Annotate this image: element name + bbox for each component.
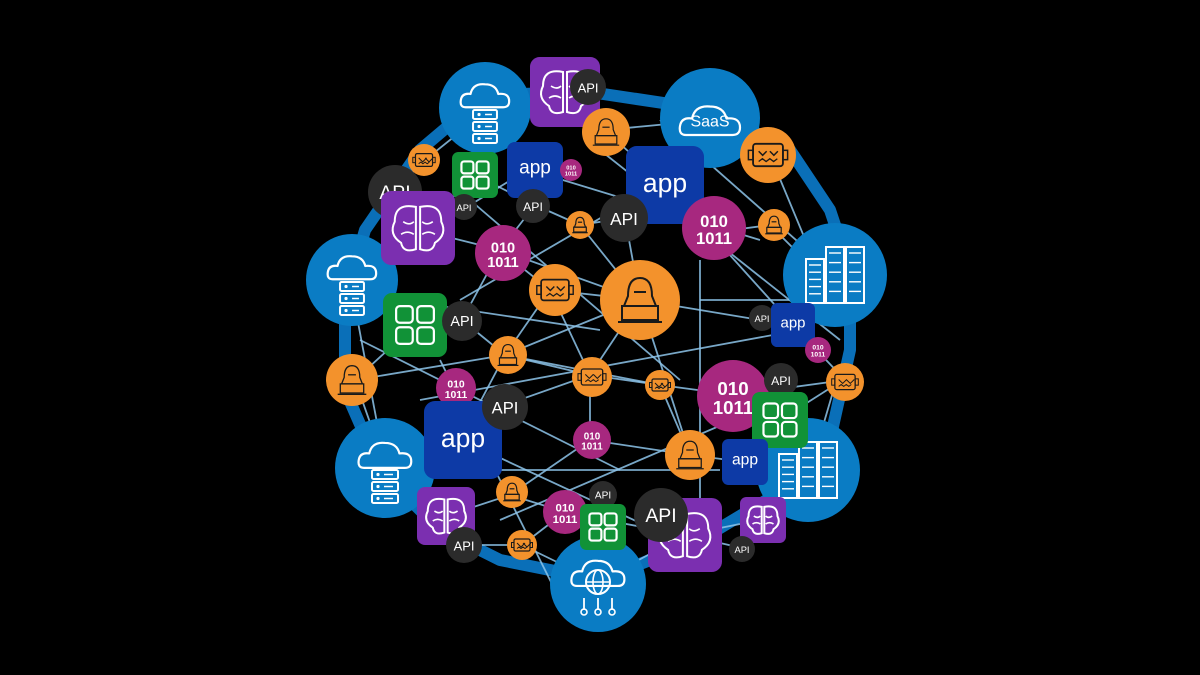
svg-text:SaaS: SaaS [690,114,729,131]
hacker-icon [496,476,528,508]
cloud-server-icon [335,418,435,518]
api-badge: API [446,527,482,563]
app-grid-icon [580,504,626,550]
svg-text:1011: 1011 [713,397,754,418]
hacker-icon [600,260,680,340]
api-badge: API [729,536,755,562]
api-badge: API [634,488,688,542]
ai-brain-icon [740,497,786,543]
svg-text:API: API [754,314,769,324]
hacker-icon [758,209,790,241]
app-badge: app [507,142,563,198]
app-badge: app [424,401,502,479]
api-badge: API [589,481,617,509]
svg-text:app: app [441,423,485,453]
malware-bot-icon [826,363,864,401]
svg-text:1011: 1011 [445,390,468,401]
malware-bot-icon [645,370,675,400]
app-grid-icon [752,392,808,448]
svg-text:010: 010 [491,240,515,256]
hacker-icon [665,430,715,480]
api-badge: API [749,305,775,331]
cloud-server-icon [439,62,531,154]
malware-bot-icon [507,530,537,560]
saas-cloud-icon: SaaS [660,68,760,168]
hacker-icon [566,211,594,239]
svg-text:1011: 1011 [811,351,826,358]
app-badge: app [626,146,704,224]
malware-bot-icon [408,144,440,176]
api-badge: API [516,189,550,223]
api-badge: API [451,194,477,220]
app-badge: app [771,303,815,347]
api-badge: API [482,384,528,430]
svg-text:API: API [454,539,475,554]
hacker-icon [489,336,527,374]
server-rack-icon [783,223,887,327]
svg-text:API: API [610,209,638,229]
svg-text:API: API [492,399,519,418]
svg-text:API: API [771,374,791,388]
svg-text:API: API [523,200,543,214]
svg-text:API: API [450,314,473,330]
svg-text:010: 010 [566,166,576,172]
svg-text:API: API [645,505,676,527]
hacker-icon [582,108,630,156]
svg-text:app: app [732,452,758,469]
malware-bot-icon [529,264,581,316]
svg-text:1011: 1011 [581,441,603,452]
svg-text:010: 010 [812,345,824,352]
hacker-icon [326,354,378,406]
svg-text:010: 010 [584,432,601,443]
svg-text:API: API [578,81,599,96]
svg-text:app: app [519,158,551,179]
cloud-globe-icon [550,536,646,632]
connection-link [419,329,801,401]
svg-text:1011: 1011 [565,171,578,177]
svg-text:API: API [734,545,749,555]
svg-text:API: API [456,203,471,213]
malware-bot-icon [740,127,796,183]
api-badge: API [570,69,606,105]
api-badge: API [600,194,648,242]
svg-text:1011: 1011 [553,514,578,526]
malware-bot-icon [572,357,612,397]
svg-text:API: API [595,491,611,502]
svg-text:010: 010 [555,502,574,514]
ai-brain-icon [381,191,455,265]
app-badge: app [722,439,768,485]
svg-text:1011: 1011 [696,229,732,248]
svg-text:010: 010 [717,378,748,399]
api-badge: API [764,363,798,397]
svg-text:1011: 1011 [487,255,519,271]
svg-text:app: app [643,168,687,198]
api-badge: API [442,301,482,341]
svg-text:app: app [781,315,806,332]
connection-link [354,354,506,381]
nodes: SaaSAPIapp0101011appAPIAPIAPIAPI01010110… [306,57,887,632]
app-grid-icon [383,293,447,357]
svg-text:010: 010 [447,379,465,390]
app-grid-icon [452,152,498,198]
cloud-server-icon [306,234,398,326]
svg-text:010: 010 [700,212,728,231]
